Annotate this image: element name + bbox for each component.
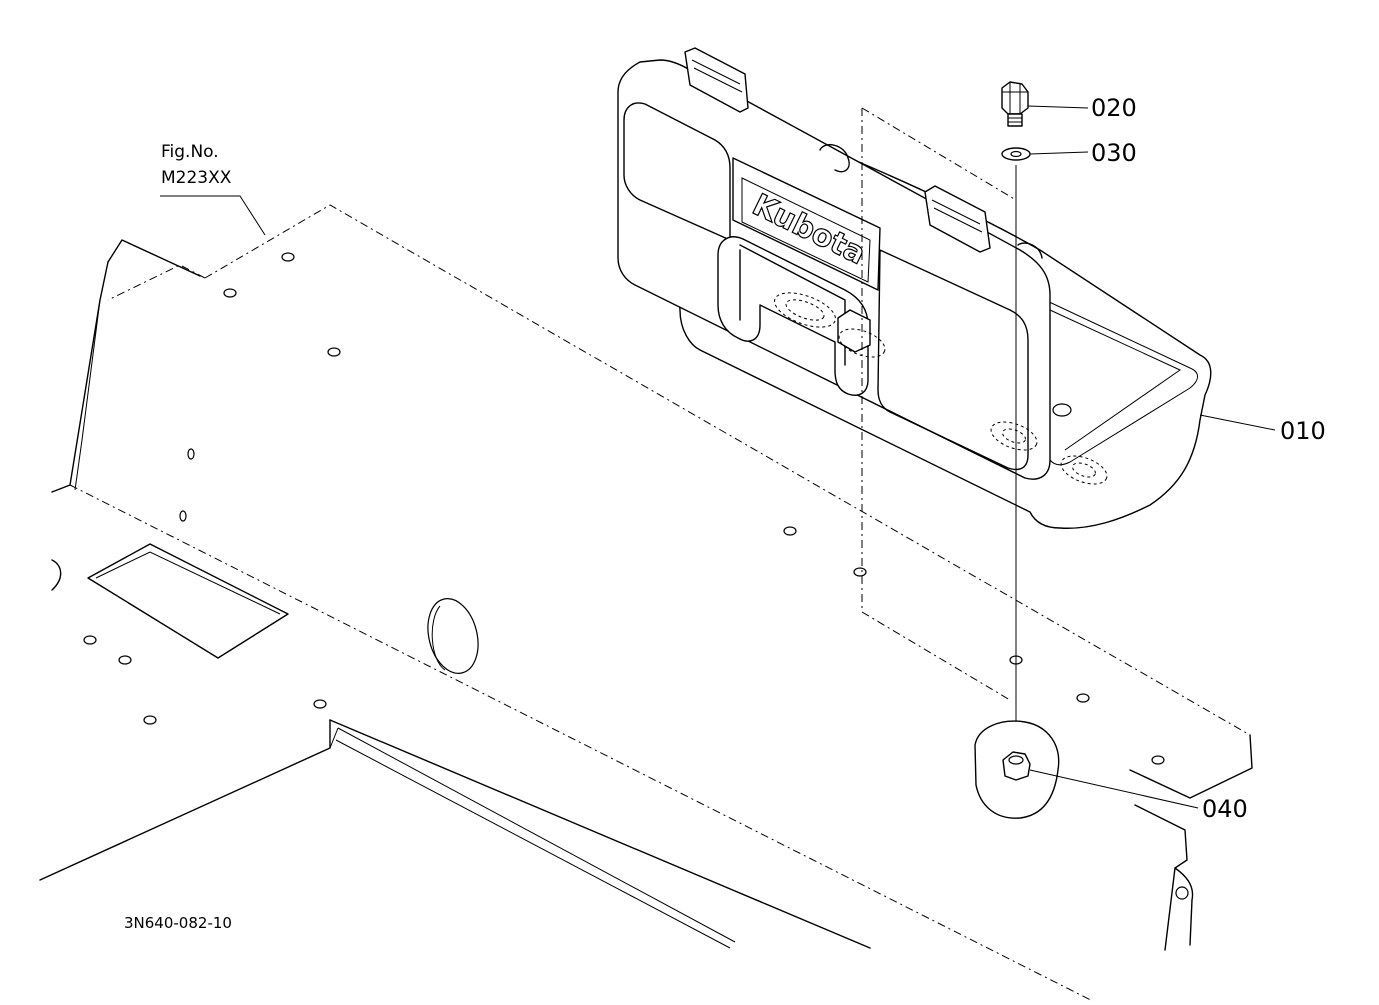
figure-reference: Fig.No. M223XX: [161, 142, 232, 188]
callout-040: 040: [1202, 795, 1248, 823]
drawing-code: 3N640-082-10: [124, 914, 232, 932]
leader-lines: [160, 105, 1276, 809]
bolt-020: [1001, 81, 1029, 127]
washer-030: [1001, 147, 1031, 161]
callout-010: 010: [1280, 417, 1326, 445]
callout-020: 020: [1091, 94, 1137, 122]
callout-030: 030: [1091, 139, 1137, 167]
fig-ref-label: Fig.No.: [161, 142, 219, 162]
alignment-lines: [861, 107, 1017, 752]
toolbox: Kubota: [617, 47, 1212, 529]
base-panel: [39, 204, 1253, 1005]
fig-ref-number: M223XX: [161, 168, 232, 188]
nut-040: [974, 720, 1060, 819]
